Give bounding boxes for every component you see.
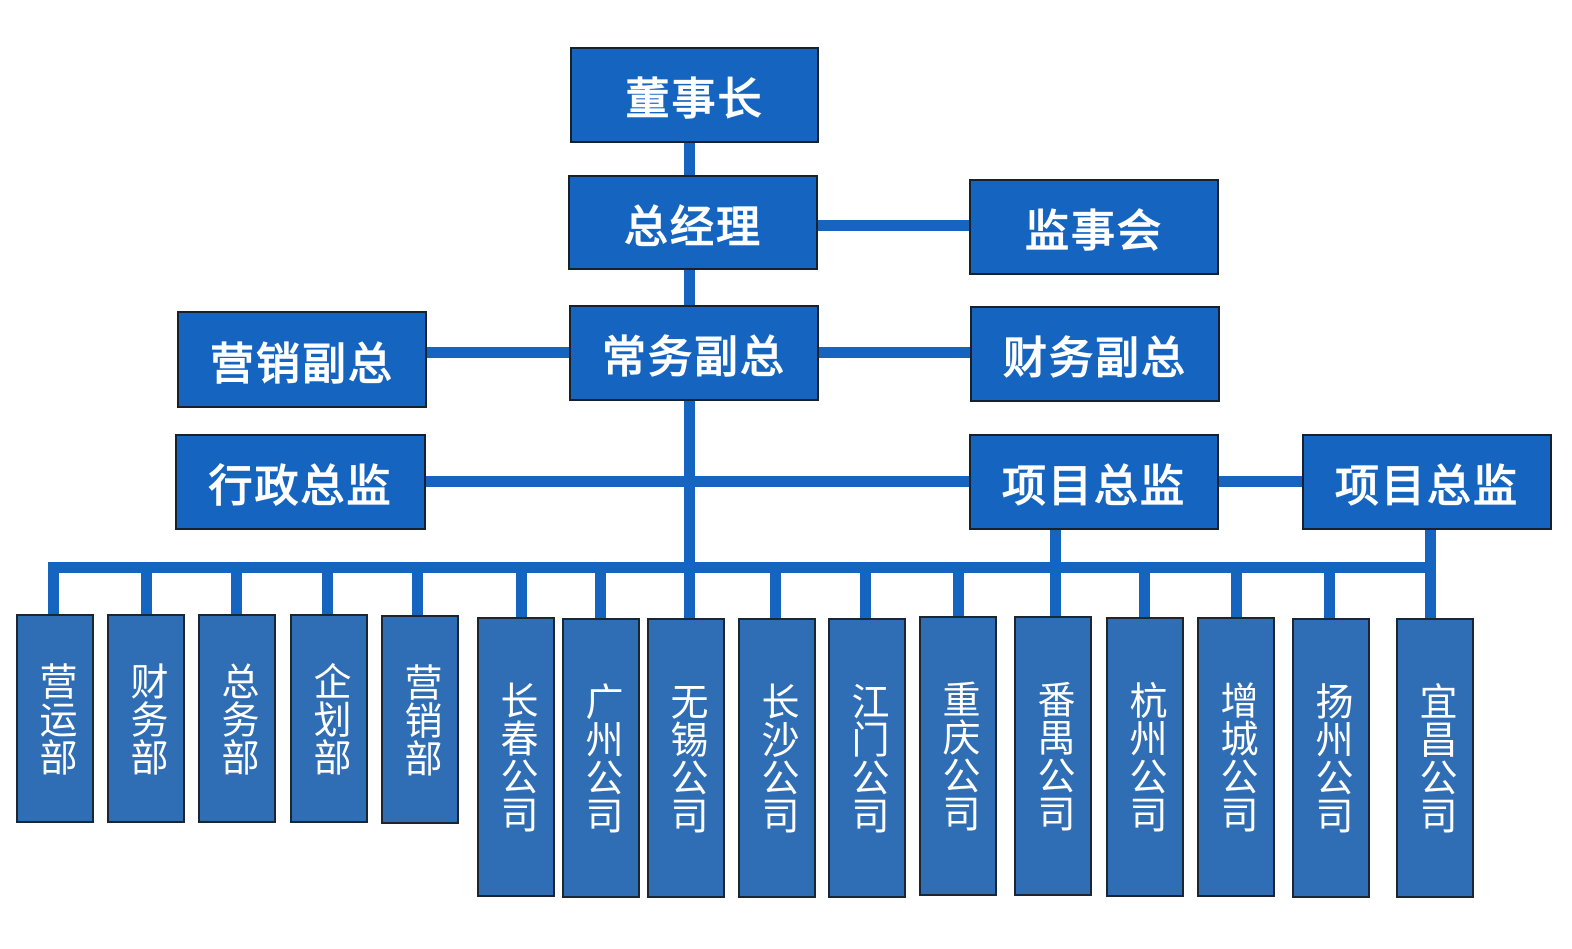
- general-manager-box: 总经理: [568, 175, 818, 270]
- company-box: 重庆公司: [919, 616, 997, 896]
- project-director-2-box: 项目总监: [1302, 434, 1552, 530]
- connector-project-director-1-down: [1050, 528, 1061, 570]
- drop-line: [770, 562, 781, 620]
- company-box: 广州公司: [562, 618, 640, 898]
- company-label: 增城公司: [1214, 681, 1258, 833]
- company-box: 长沙公司: [738, 618, 816, 898]
- department-label: 企划部: [307, 661, 351, 776]
- company-label: 宜昌公司: [1413, 682, 1457, 834]
- company-box: 番禺公司: [1014, 616, 1092, 896]
- connector-gm-executive-vp: [684, 268, 695, 306]
- company-box: 宜昌公司: [1396, 618, 1474, 898]
- admin-director-label: 行政总监: [208, 461, 393, 512]
- drop-line: [1324, 562, 1335, 620]
- admin-director-box: 行政总监: [175, 434, 426, 530]
- department-box: 营运部: [16, 614, 94, 823]
- connector-gm-supervisory: [817, 220, 970, 231]
- project-director-1-box: 项目总监: [969, 434, 1219, 530]
- company-label: 扬州公司: [1309, 682, 1353, 834]
- general-manager-label: 总经理: [624, 201, 762, 253]
- company-label: 番禺公司: [1031, 680, 1075, 832]
- company-box: 杭州公司: [1106, 617, 1184, 897]
- executive-vp-label: 常务副总: [602, 332, 786, 383]
- department-box: 财务部: [107, 614, 185, 823]
- drop-line: [595, 562, 606, 620]
- connector-admin-project-horizontal: [424, 476, 970, 487]
- supervisory-board-box: 监事会: [969, 179, 1219, 275]
- company-label: 长春公司: [494, 681, 538, 833]
- company-box: 无锡公司: [647, 618, 725, 898]
- supervisory-board-label: 监事会: [1025, 206, 1163, 257]
- drop-line: [1139, 562, 1150, 620]
- company-box: 长春公司: [477, 617, 555, 897]
- department-box: 总务部: [198, 614, 276, 823]
- company-label: 长沙公司: [755, 682, 799, 834]
- department-box: 营销部: [381, 615, 459, 824]
- department-label: 营运部: [33, 661, 77, 776]
- connector-project-director-2-down: [1425, 528, 1436, 570]
- finance-vp-box: 财务副总: [970, 306, 1220, 402]
- drop-line: [860, 562, 871, 620]
- company-label: 江门公司: [845, 682, 889, 834]
- project-director-1-label: 项目总监: [1002, 461, 1186, 512]
- connector-chairman-gm: [684, 142, 695, 176]
- company-label: 广州公司: [579, 682, 623, 834]
- drop-line: [516, 562, 527, 620]
- company-label: 重庆公司: [936, 680, 980, 832]
- connector-executive-vp-finance-vp: [817, 347, 970, 358]
- marketing-vp-box: 营销副总: [177, 311, 427, 408]
- drop-line: [48, 562, 59, 618]
- department-label: 总务部: [215, 661, 259, 776]
- connector-bus-horizontal: [48, 562, 1436, 573]
- company-box: 江门公司: [828, 618, 906, 898]
- department-box: 企划部: [290, 614, 368, 823]
- department-label: 营销部: [398, 662, 442, 777]
- drop-line: [1231, 562, 1242, 620]
- department-label: 财务部: [124, 661, 168, 776]
- chairman-label: 董事长: [625, 74, 764, 125]
- finance-vp-label: 财务副总: [1003, 333, 1187, 384]
- drop-line: [953, 562, 964, 620]
- project-director-2-label: 项目总监: [1335, 461, 1519, 512]
- chairman-box: 董事长: [570, 47, 819, 143]
- company-label: 杭州公司: [1123, 681, 1167, 833]
- connector-trunk-vertical: [684, 398, 695, 620]
- drop-line: [141, 562, 152, 618]
- connector-project-directors: [1216, 476, 1304, 487]
- executive-vp-box: 常务副总: [569, 305, 819, 401]
- drop-line: [1050, 562, 1061, 620]
- marketing-vp-label: 营销副总: [210, 338, 394, 390]
- drop-line: [412, 562, 423, 618]
- drop-line: [684, 562, 695, 620]
- company-label: 无锡公司: [664, 682, 708, 834]
- drop-line: [1425, 562, 1436, 620]
- drop-line: [231, 562, 242, 618]
- company-box: 增城公司: [1197, 617, 1275, 897]
- connector-marketing-vp-executive-vp: [425, 347, 571, 358]
- drop-line: [322, 562, 333, 618]
- company-box: 扬州公司: [1292, 618, 1370, 898]
